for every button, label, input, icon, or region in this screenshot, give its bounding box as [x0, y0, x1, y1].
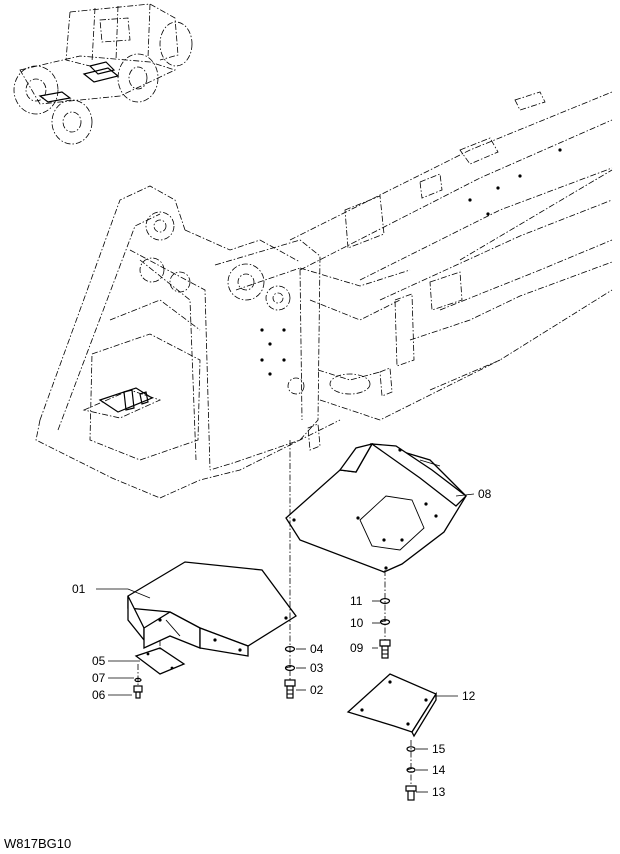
leader-lines: [96, 493, 475, 793]
frame-outline: [35, 91, 613, 499]
part-15-washer: [406, 746, 416, 752]
assembly-centerlines: [137, 440, 412, 786]
callout-05: 05: [92, 654, 106, 668]
callout-04: 04: [310, 642, 324, 656]
drawing-code: W817BG10: [4, 836, 72, 851]
callout-14: 14: [432, 763, 446, 777]
callout-10: 10: [350, 616, 364, 630]
callout-02: 02: [310, 683, 324, 697]
callout-08: 08: [478, 487, 492, 501]
callout-11: 11: [350, 594, 363, 608]
part-06-bolt: [133, 685, 143, 699]
part-08-cover-plate: [285, 442, 467, 573]
part-12-cover-plate: [346, 673, 437, 738]
part-05-access-plate: [134, 647, 186, 675]
part-01-cover-plate: [127, 561, 297, 657]
callout-15: 15: [432, 742, 446, 756]
part-02-bolt: [284, 679, 296, 699]
callout-12: 12: [462, 689, 476, 703]
part-09-bolt: [379, 639, 391, 659]
machine-thumbnail: [13, 3, 193, 145]
callout-03: 03: [310, 661, 324, 675]
callout-01: 01: [72, 582, 86, 596]
callout-09: 09: [350, 641, 364, 655]
callout-07: 07: [92, 671, 106, 685]
callout-13: 13: [432, 785, 446, 799]
part-13-bolt: [405, 785, 417, 801]
callout-06: 06: [92, 688, 106, 702]
